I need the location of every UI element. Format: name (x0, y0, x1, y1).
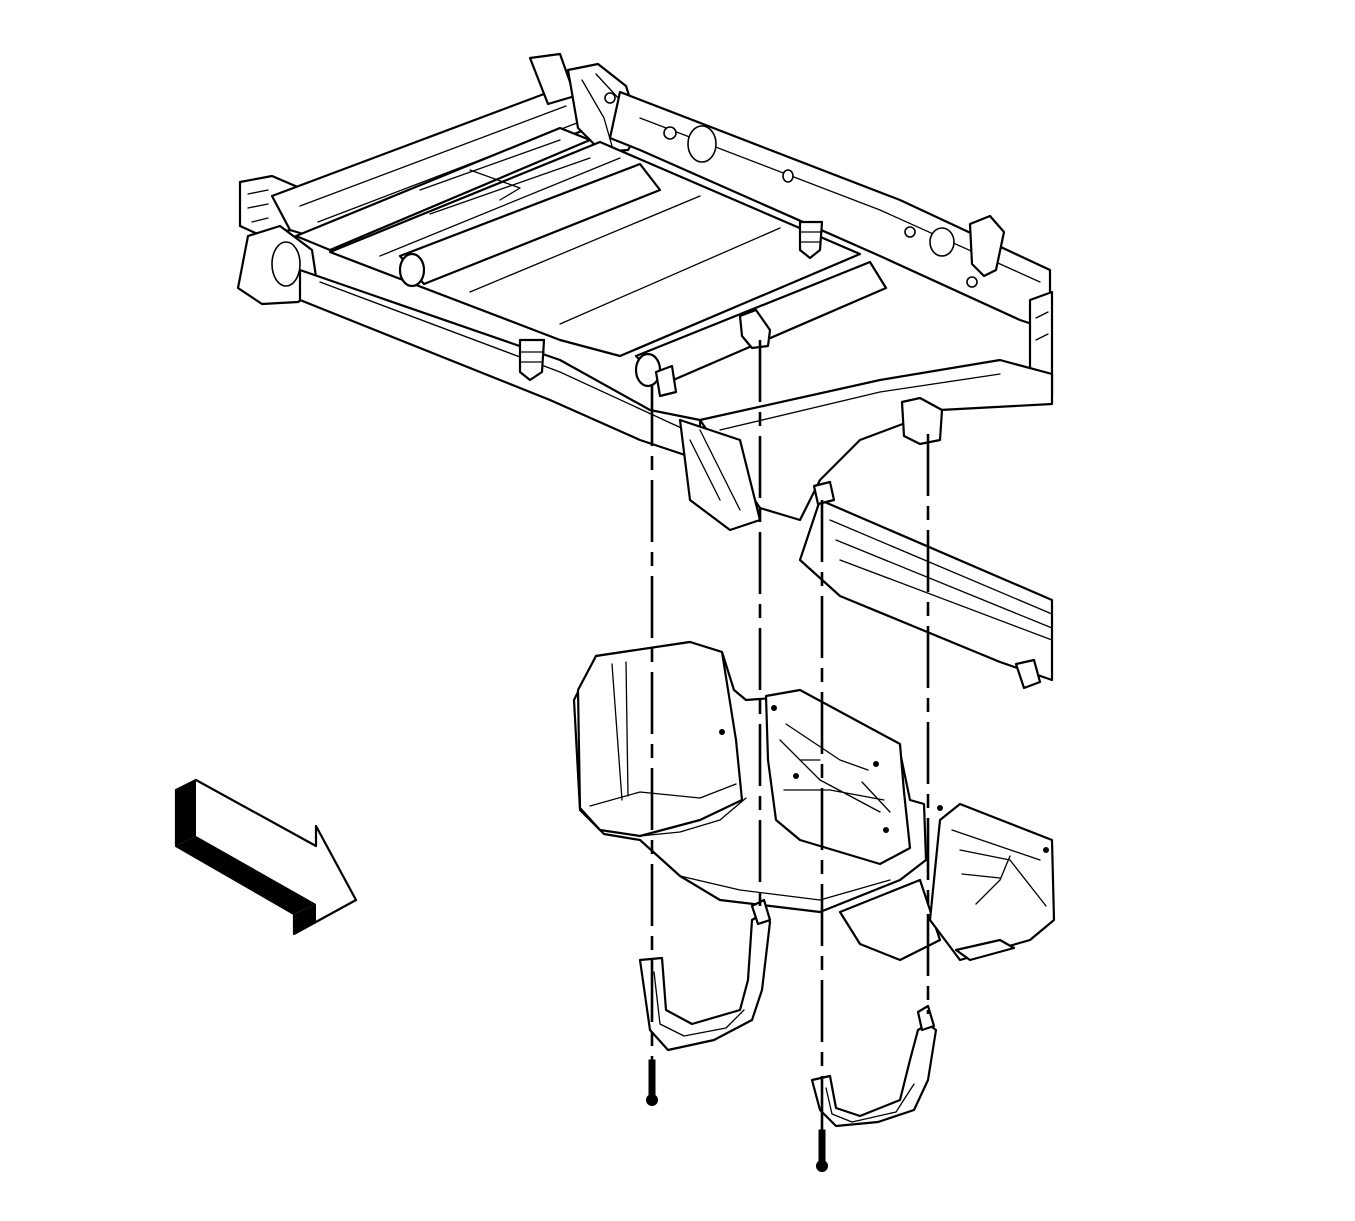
alignment-lines (650, 340, 930, 1168)
strap-bolt (646, 1059, 658, 1106)
vehicle-frame (236, 52, 1054, 690)
fuel-tank (572, 640, 943, 962)
fuel-tank-shield (928, 802, 1056, 962)
front-direction-arrow-icon (174, 778, 358, 936)
front-tank-strap (638, 898, 772, 1052)
strap-bolt (816, 1129, 828, 1172)
rear-tank-strap (810, 1004, 938, 1128)
